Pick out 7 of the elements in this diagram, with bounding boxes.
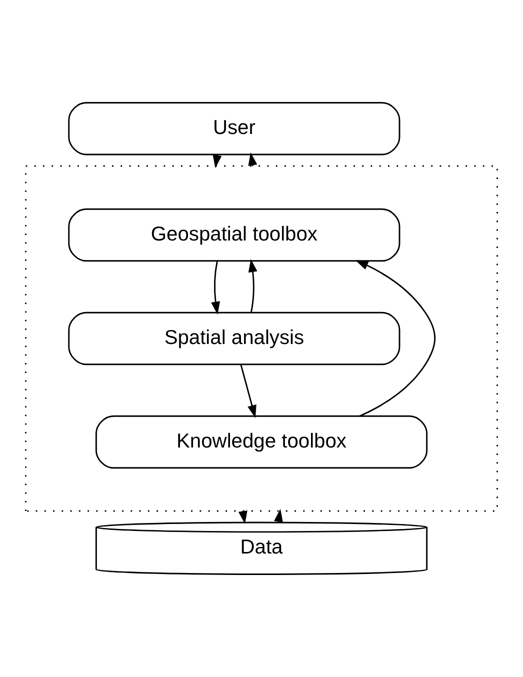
node-box: Spatial analysis: [68, 312, 400, 366]
node-box: Knowledge toolbox: [95, 415, 428, 469]
arrow: [211, 261, 220, 315]
arrow: [355, 260, 436, 417]
arrow: [248, 259, 258, 313]
node-box: Geospatial toolbox: [68, 208, 400, 262]
arrow: [240, 364, 256, 418]
